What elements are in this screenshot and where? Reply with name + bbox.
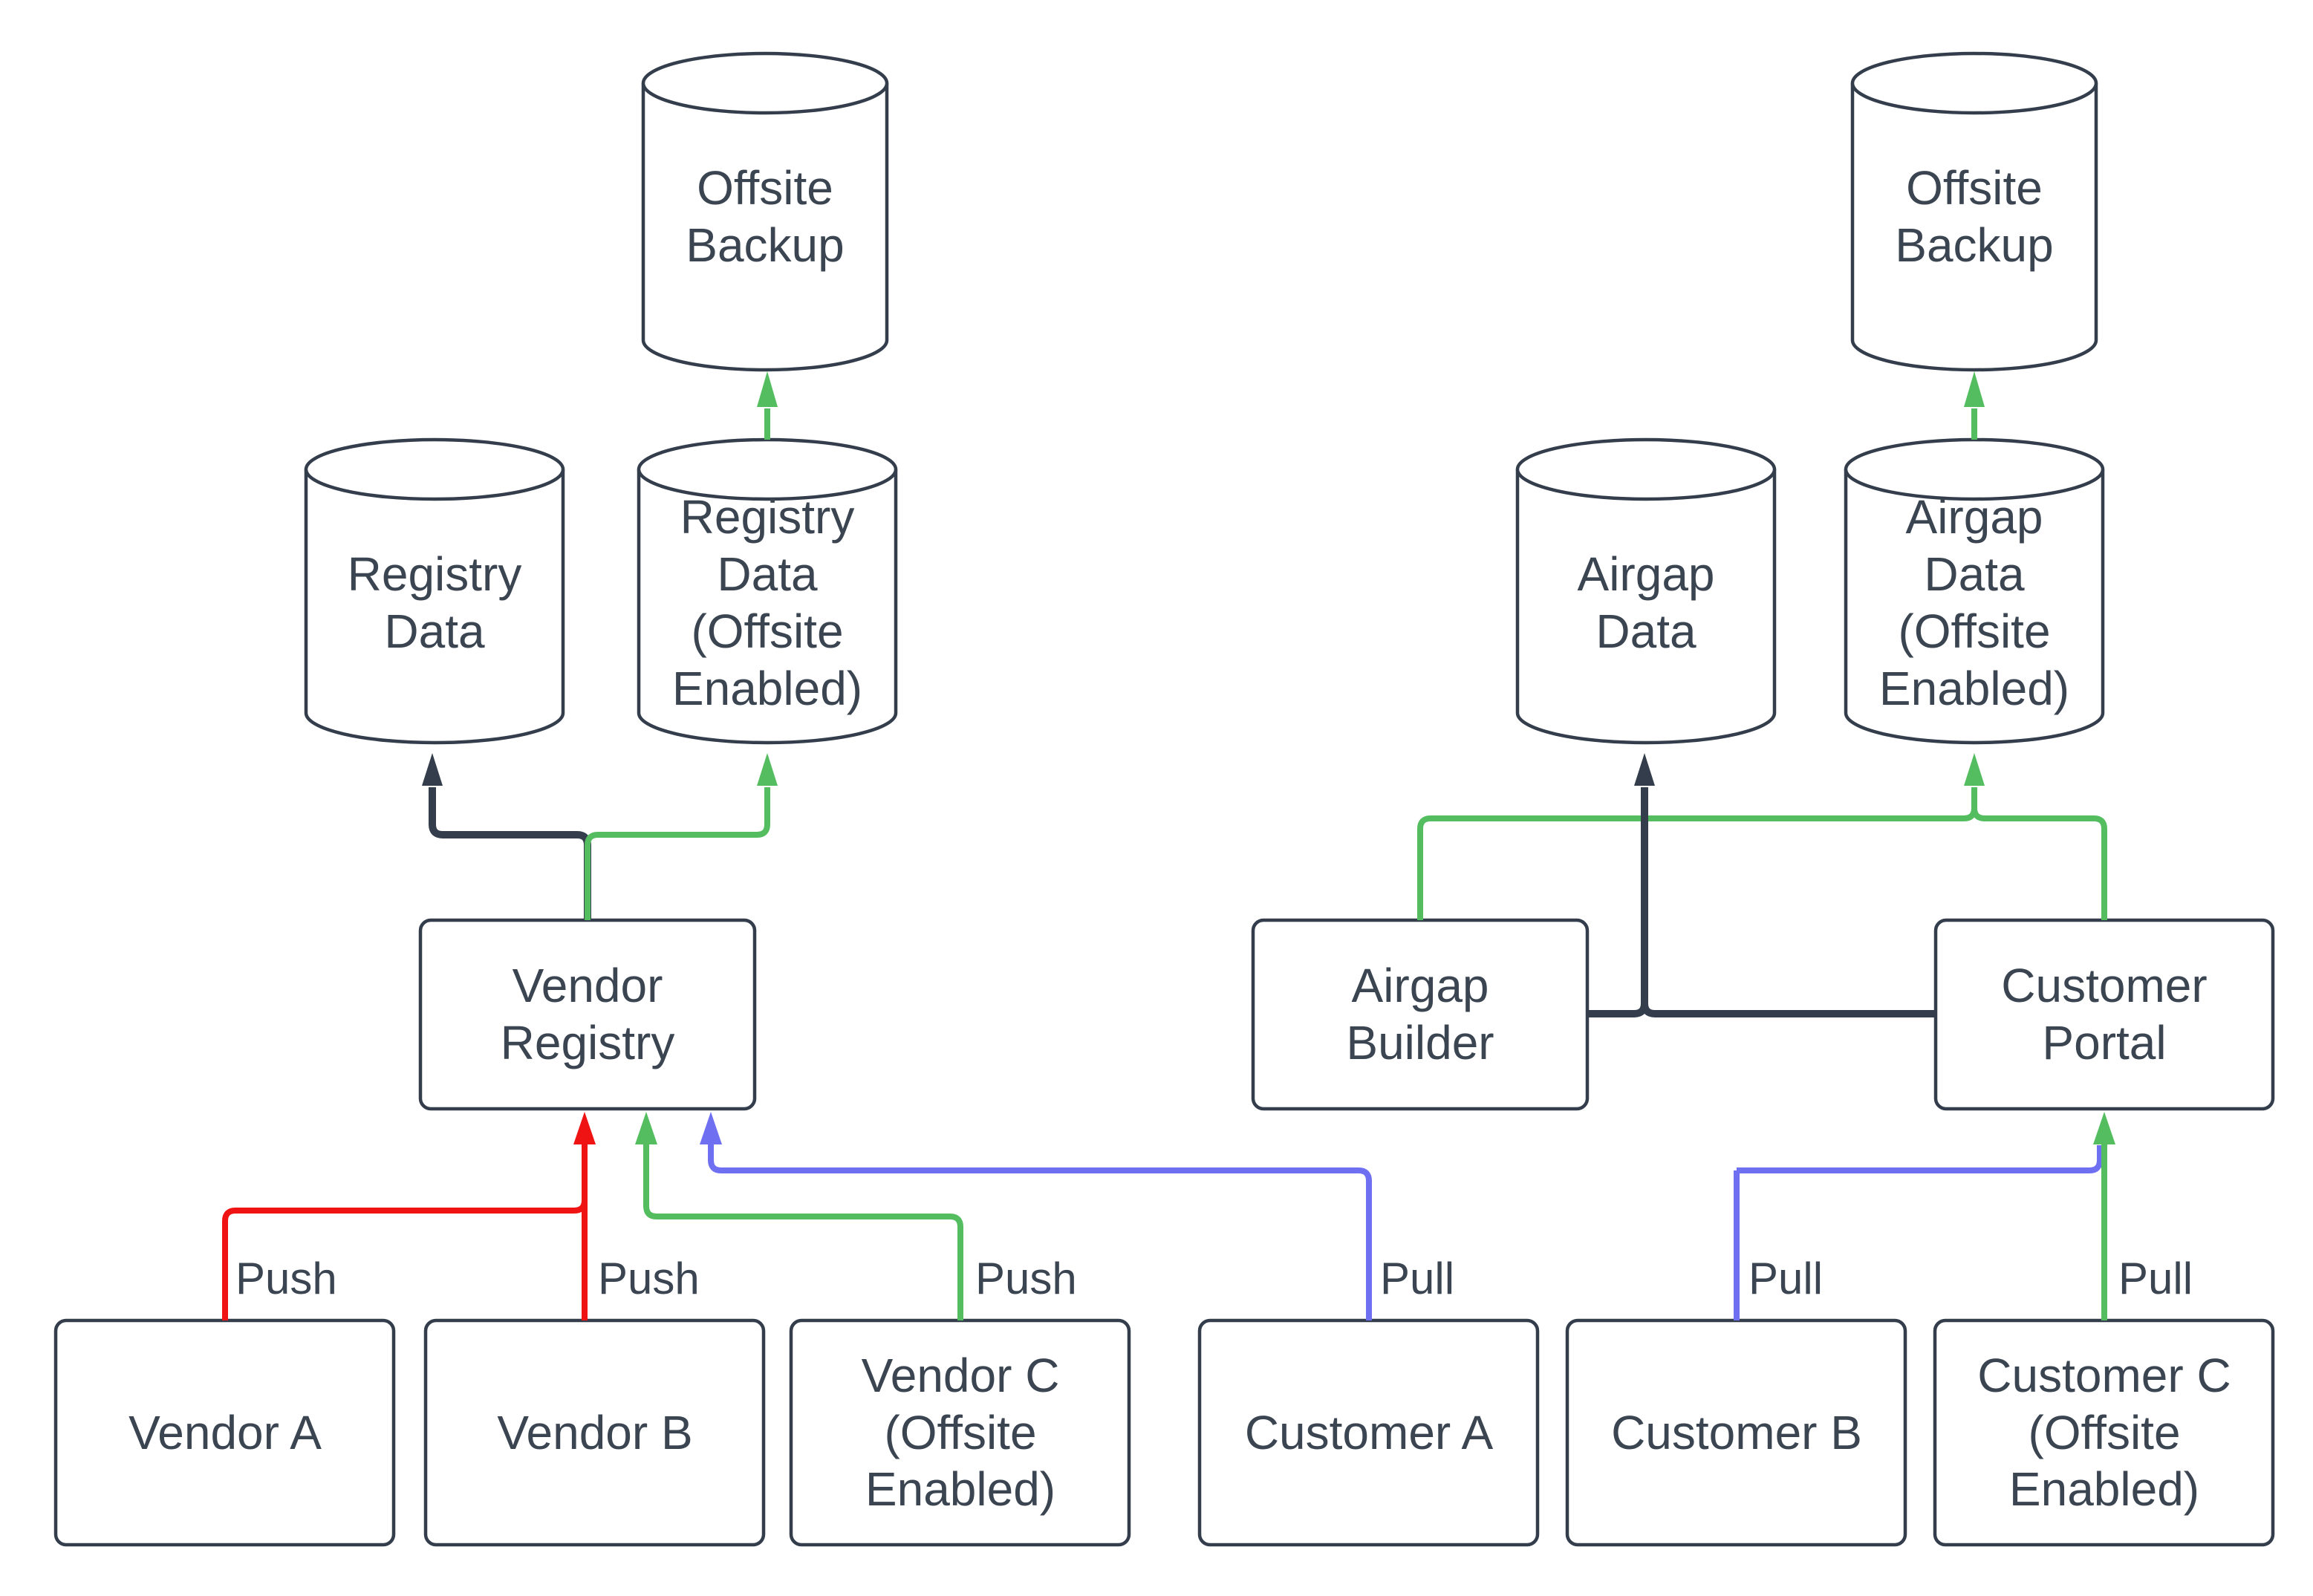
node-label: Vendor A [128, 1405, 322, 1459]
cylinder-body [637, 469, 898, 745]
edge-label-push-1: Push [235, 1254, 337, 1303]
node-label: Customer A [1244, 1405, 1494, 1459]
edge-vendor-registry-to-registry-data [422, 753, 591, 920]
edge-pull-customer-b [1734, 1145, 2103, 1320]
node-customer-portal: Customer Portal [1933, 918, 2275, 1111]
edge-airgap-builder-to-airgap-data-offsite [1417, 753, 1985, 920]
node-label: Vendor C (Offsite Enabled) [861, 1348, 1060, 1517]
arrowhead [757, 371, 778, 407]
edge-line [643, 1142, 963, 1320]
edge-customer-portal-to-airgap-data-offsite [1971, 807, 2107, 920]
arrowhead [1964, 371, 1985, 407]
node-airgap-data: Airgap Data [1515, 437, 1777, 745]
edge-label-push-3: Push [975, 1254, 1077, 1303]
edge-label-pull-2: Pull [1748, 1254, 1823, 1303]
arrowhead [422, 753, 443, 786]
edge-line [1737, 1145, 2103, 1173]
edge-label-push-2: Push [598, 1254, 700, 1303]
node-label-wrap: Customer A [1244, 1405, 1494, 1459]
edge-to-airgap-data [1587, 753, 1936, 1017]
node-label-wrap: Airgap Builder [1346, 959, 1494, 1069]
node-label: Customer Portal [2001, 959, 2208, 1069]
arrowhead [1964, 753, 1985, 786]
cylinder-body [1850, 83, 2098, 372]
node-label: Airgap Data [1577, 547, 1715, 658]
node-vendor-c: Vendor C (Offsite Enabled) [789, 1318, 1131, 1547]
node-label-wrap: Vendor A [128, 1405, 322, 1459]
node-label: Offsite Backup [686, 161, 845, 272]
edge-line [708, 1142, 1372, 1320]
node-label-wrap: Vendor C (Offsite Enabled) [861, 1348, 1060, 1517]
node-label-wrap: Vendor B [497, 1405, 693, 1459]
edge-label-pull-1: Pull [1380, 1254, 1454, 1303]
node-label-wrap: Customer C (Offsite Enabled) [1977, 1348, 2231, 1517]
arrowhead [700, 1112, 722, 1144]
box-shape [423, 1318, 766, 1547]
cylinder-body [304, 469, 565, 745]
edge-line [429, 787, 591, 920]
cylinder-top [1515, 437, 1777, 501]
edge-vendor-registry-to-registry-data-offsite [585, 753, 778, 920]
node-vendor-registry: Vendor Registry [418, 918, 757, 1111]
cylinder-body [1515, 469, 1777, 745]
node-vendor-b: Vendor B [423, 1318, 766, 1547]
edge-push-vendor-b [573, 1112, 596, 1320]
node-label-wrap: Registry Data [347, 547, 522, 658]
cylinder-top [1850, 51, 2098, 115]
node-customer-c: Customer C (Offsite Enabled) [1933, 1318, 2275, 1547]
arrowhead [2093, 1112, 2115, 1144]
node-label: Registry Data (Offsite Enabled) [671, 490, 863, 715]
node-label: Airgap Data (Offsite Enabled) [1878, 490, 2070, 715]
edge-pull-customer-a [700, 1112, 1372, 1320]
node-label-wrap: Offsite Backup [1895, 161, 2054, 272]
arrowhead [573, 1112, 596, 1144]
edge-line [585, 787, 770, 920]
node-label: Vendor Registry [500, 959, 675, 1069]
node-vendor-a: Vendor A [53, 1318, 396, 1547]
arrowhead [1634, 753, 1655, 786]
edge-line [1971, 807, 2107, 920]
edge-line [1641, 995, 1936, 1017]
edge-airgap-data-offsite-to-offsite-backup [1964, 371, 1985, 440]
arrowhead [757, 753, 778, 786]
edge-line [1417, 787, 1977, 920]
node-customer-b: Customer B [1565, 1318, 1907, 1547]
node-label: Offsite Backup [1895, 161, 2054, 272]
node-label-wrap: Customer Portal [2001, 959, 2208, 1069]
edge-pull-customer-c [2093, 1112, 2115, 1320]
node-airgap-builder: Airgap Builder [1251, 918, 1590, 1111]
node-customer-a: Customer A [1197, 1318, 1540, 1547]
cylinder-top [641, 51, 889, 115]
node-label: Airgap Builder [1346, 959, 1494, 1069]
node-label: Registry Data [347, 547, 522, 658]
cylinder-body [1844, 469, 2105, 745]
node-label-wrap: Vendor Registry [500, 959, 675, 1069]
node-label-wrap: Customer B [1611, 1405, 1862, 1459]
node-airgap-data-offsite: Airgap Data (Offsite Enabled) [1844, 437, 2105, 745]
edge-registry-data-offsite-to-offsite-backup [757, 371, 778, 440]
edge-push-vendor-c [635, 1112, 963, 1320]
node-offsite-backup-left: Offsite Backup [641, 51, 889, 372]
node-label: Customer B [1611, 1405, 1862, 1459]
arrowhead [635, 1112, 657, 1144]
node-label-wrap: Airgap Data (Offsite Enabled) [1878, 490, 2070, 715]
edge-label-pull-3: Pull [2118, 1254, 2193, 1303]
node-label-wrap: Airgap Data [1577, 547, 1715, 658]
cylinder-body [641, 83, 889, 372]
node-label: Customer C (Offsite Enabled) [1977, 1348, 2231, 1517]
node-label: Vendor B [497, 1405, 693, 1459]
node-registry-data: Registry Data [304, 437, 565, 745]
node-label-wrap: Offsite Backup [686, 161, 845, 272]
node-offsite-backup-right: Offsite Backup [1850, 51, 2098, 372]
node-registry-data-offsite: Registry Data (Offsite Enabled) [637, 437, 898, 745]
node-label-wrap: Registry Data (Offsite Enabled) [671, 490, 863, 715]
cylinder-top [304, 437, 565, 501]
